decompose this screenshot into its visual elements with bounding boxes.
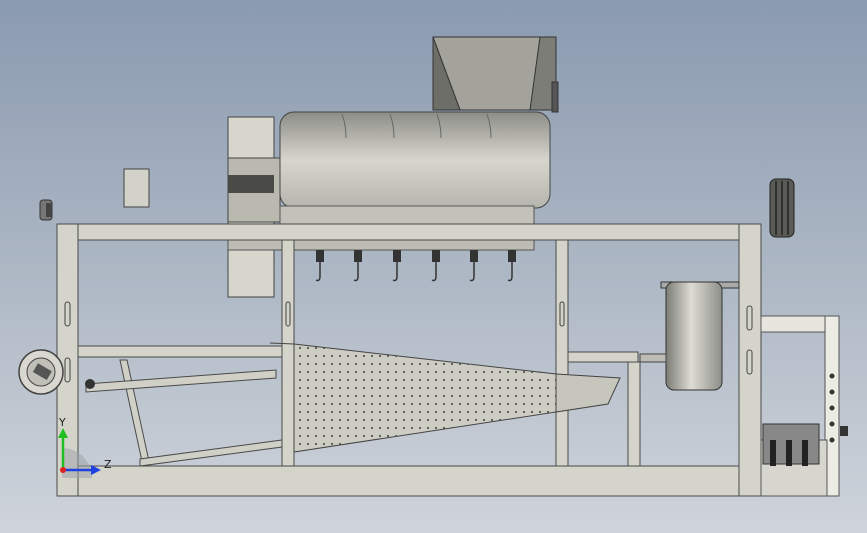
pulley (769, 178, 795, 238)
y-axis-label: Y (58, 416, 66, 429)
small-box (123, 168, 150, 208)
z-axis-label: Z (104, 458, 112, 471)
nozzles (315, 250, 516, 282)
feed-block (227, 116, 281, 298)
side-bracket (760, 315, 848, 497)
drum (227, 111, 551, 251)
left-wheel (18, 349, 95, 395)
frame-slots (64, 301, 753, 383)
coordinate-triad: Y Z (58, 416, 112, 478)
frame (56, 223, 762, 497)
struts (85, 359, 283, 467)
motor (639, 281, 740, 391)
screen (269, 342, 621, 453)
small-pulley (39, 199, 53, 221)
hopper (432, 36, 559, 113)
